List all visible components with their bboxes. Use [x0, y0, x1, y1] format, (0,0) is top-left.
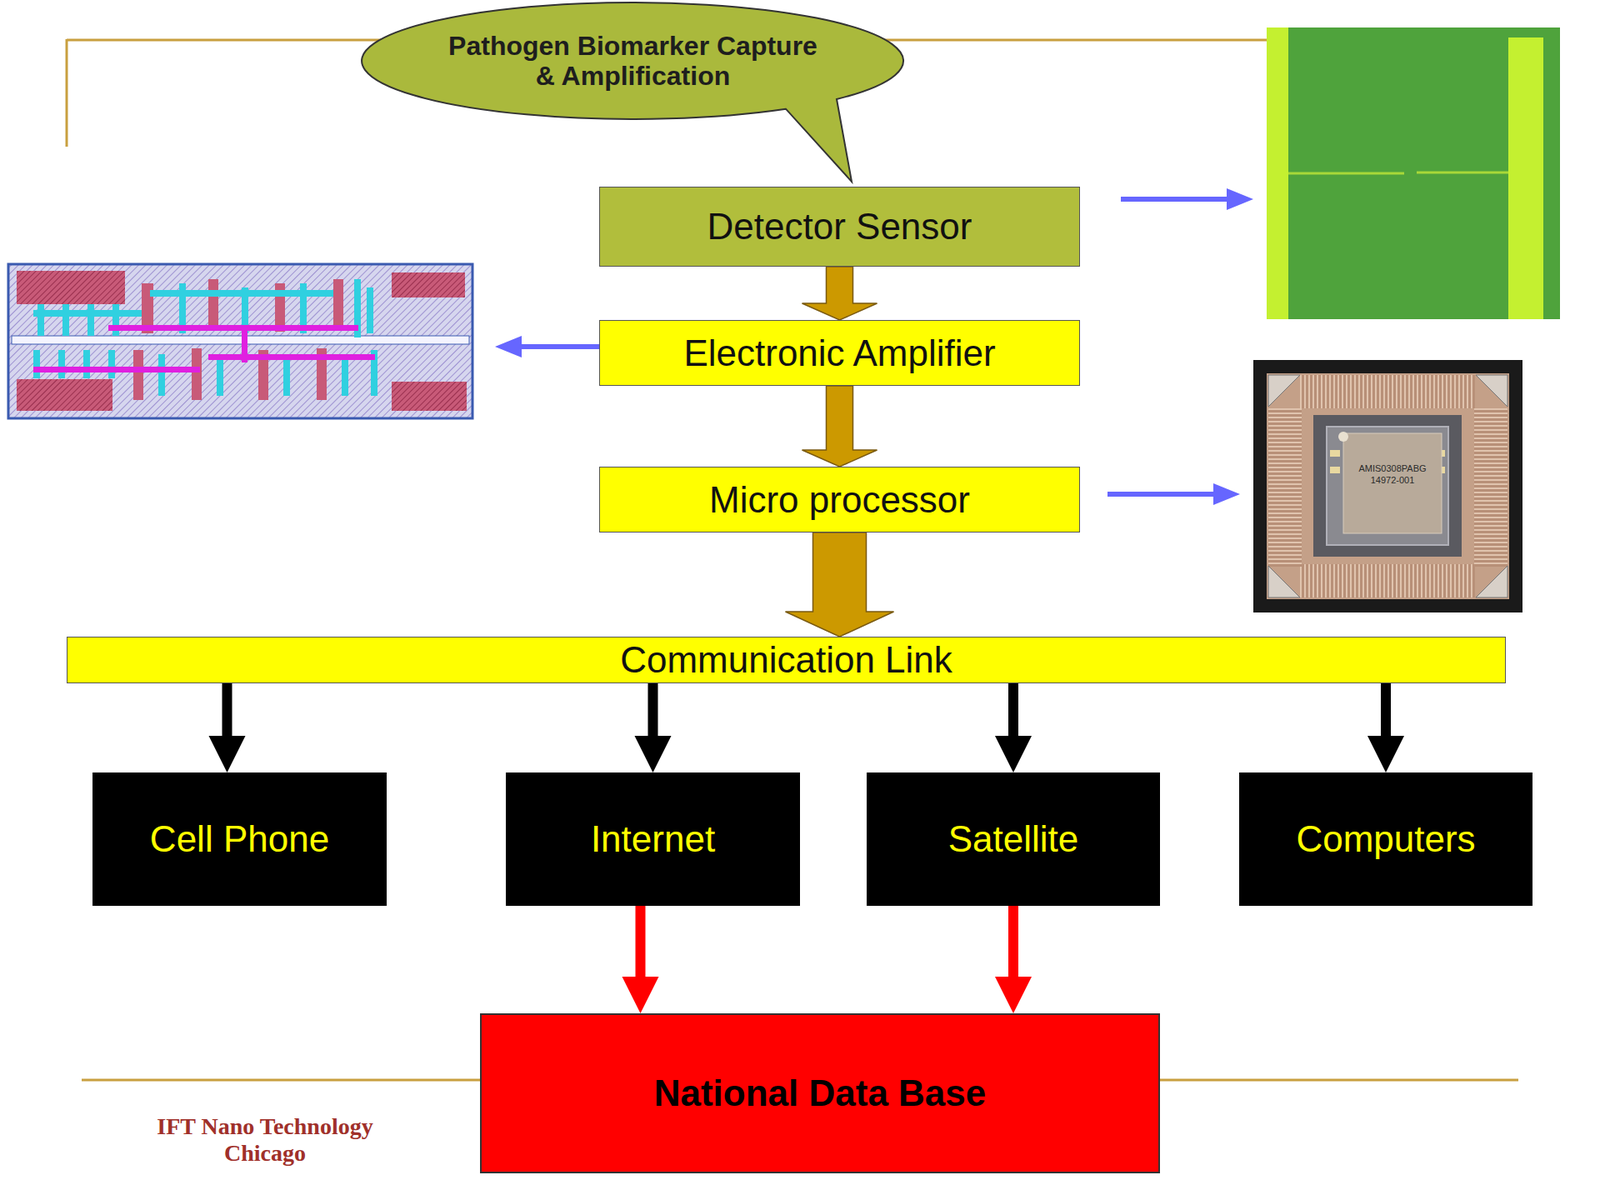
node-label: Computers	[1295, 818, 1475, 860]
node-label: Pathogen Biomarker Capture & Amplificati…	[437, 31, 830, 92]
sensor-micrograph	[1266, 27, 1560, 320]
flow-arrow	[1367, 683, 1405, 773]
flow-arrow	[802, 266, 878, 320]
circuit-layout	[8, 264, 473, 419]
link-band: Communication Link	[66, 636, 1506, 684]
flow-arrow	[995, 683, 1032, 773]
database-box: National Data Base	[480, 1013, 1160, 1174]
footer-note: IFT Nano Technology Chicago	[131, 1113, 399, 1167]
processor-box: Micro processor	[599, 466, 1080, 533]
node-label: National Data Base	[654, 1072, 987, 1114]
node-label: Electronic Amplifier	[683, 332, 995, 374]
chip-marking: AMIS0308PABG	[1343, 463, 1442, 475]
flow-arrow	[622, 905, 660, 1014]
node-label: Detector Sensor	[707, 205, 973, 247]
chip-photo	[1253, 360, 1523, 613]
node-label: Internet	[590, 818, 715, 860]
node-label: Micro processor	[709, 479, 970, 520]
node-label: Satellite	[948, 818, 1080, 860]
flow-arrow	[785, 532, 895, 637]
output-box: Cell Phone	[92, 772, 387, 906]
callout-bubble: Pathogen Biomarker Capture & Amplificati…	[360, 1, 906, 121]
node-label: Communication Link	[620, 639, 953, 680]
output-box: Internet	[505, 772, 800, 906]
amplifier-box: Electronic Amplifier	[599, 320, 1080, 386]
flow-arrow	[635, 683, 672, 773]
flow-arrow	[995, 905, 1032, 1014]
sensor-box: Detector Sensor	[599, 186, 1080, 267]
node-label: Cell Phone	[150, 818, 330, 860]
flow-arrow	[209, 683, 246, 773]
flow-arrow	[802, 385, 878, 467]
output-box: Computers	[1239, 772, 1533, 906]
chip-marking: 14972-001	[1343, 475, 1442, 486]
output-box: Satellite	[866, 772, 1160, 906]
